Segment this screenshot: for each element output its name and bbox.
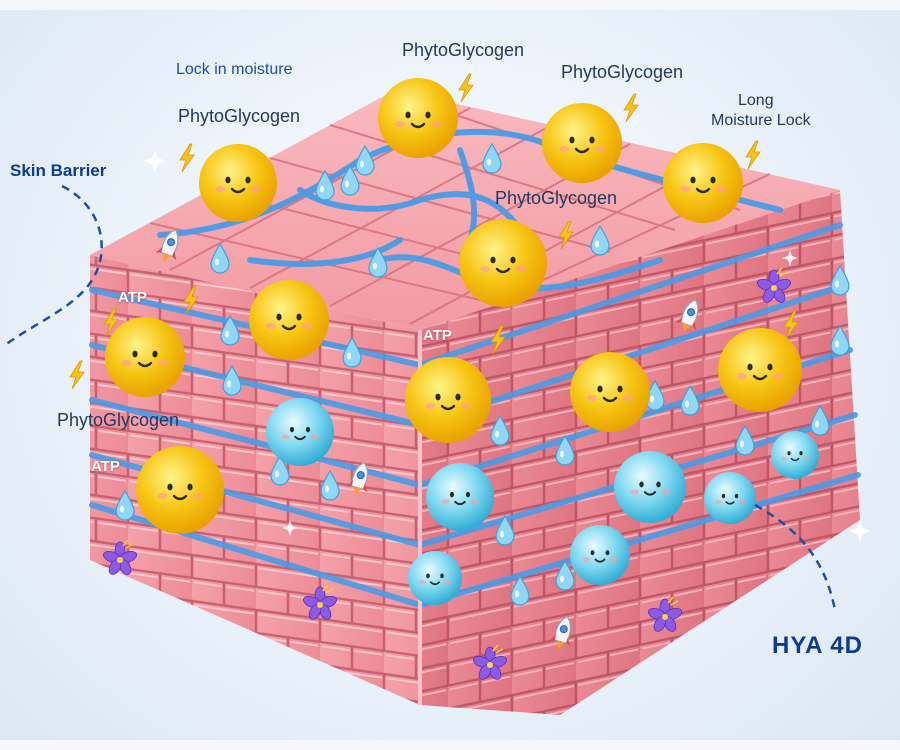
atp-label: ATP <box>91 458 120 475</box>
phytoglycogen-sphere <box>663 143 743 223</box>
bottom-border <box>0 740 900 750</box>
sparkles <box>144 150 871 542</box>
hya-sphere <box>426 463 494 531</box>
hya-sphere <box>704 472 756 524</box>
phytoglycogen-sphere <box>249 280 329 360</box>
hya-sphere <box>771 431 819 479</box>
atp-label: ATP <box>118 289 147 306</box>
hya-callout-line <box>754 503 837 611</box>
phytoglycogen-sphere <box>199 144 277 222</box>
phytoglycogen-spheres <box>105 78 802 534</box>
hya-spheres <box>266 398 819 605</box>
phytoglycogen-sphere <box>105 317 185 397</box>
moisture-lock-label: Moisture Lock <box>711 112 811 129</box>
cube-top-face <box>90 90 840 330</box>
lock-in-moisture-label: Lock in moisture <box>176 61 293 78</box>
phytoglycogen-sphere <box>459 219 547 307</box>
phytoglycogen-label: PhytoGlycogen <box>495 188 618 208</box>
phytoglycogen-sphere <box>718 328 802 412</box>
atp-label: ATP <box>423 327 452 344</box>
skin-barrier-callout-line <box>4 184 103 347</box>
phytoglycogen-sphere <box>542 103 622 183</box>
phytoglycogen-label: PhytoGlycogen <box>402 40 525 60</box>
hya-sphere <box>614 451 686 523</box>
phytoglycogen-sphere <box>136 446 224 534</box>
phytoglycogen-label: PhytoGlycogen <box>561 62 684 82</box>
phytoglycogen-sphere <box>570 352 650 432</box>
hya-4d-label: HYA 4D <box>772 632 863 659</box>
long-label: Long <box>738 92 774 109</box>
hya-sphere <box>408 551 462 605</box>
phytoglycogen-label: PhytoGlycogen <box>178 106 301 126</box>
hya-sphere <box>570 525 630 585</box>
phytoglycogen-label: PhytoGlycogen <box>57 410 180 430</box>
top-border <box>0 0 900 10</box>
hya-sphere <box>266 398 334 466</box>
phytoglycogen-sphere <box>378 78 458 158</box>
skin-barrier-label: Skin Barrier <box>10 161 107 180</box>
phytoglycogen-sphere <box>405 357 491 443</box>
